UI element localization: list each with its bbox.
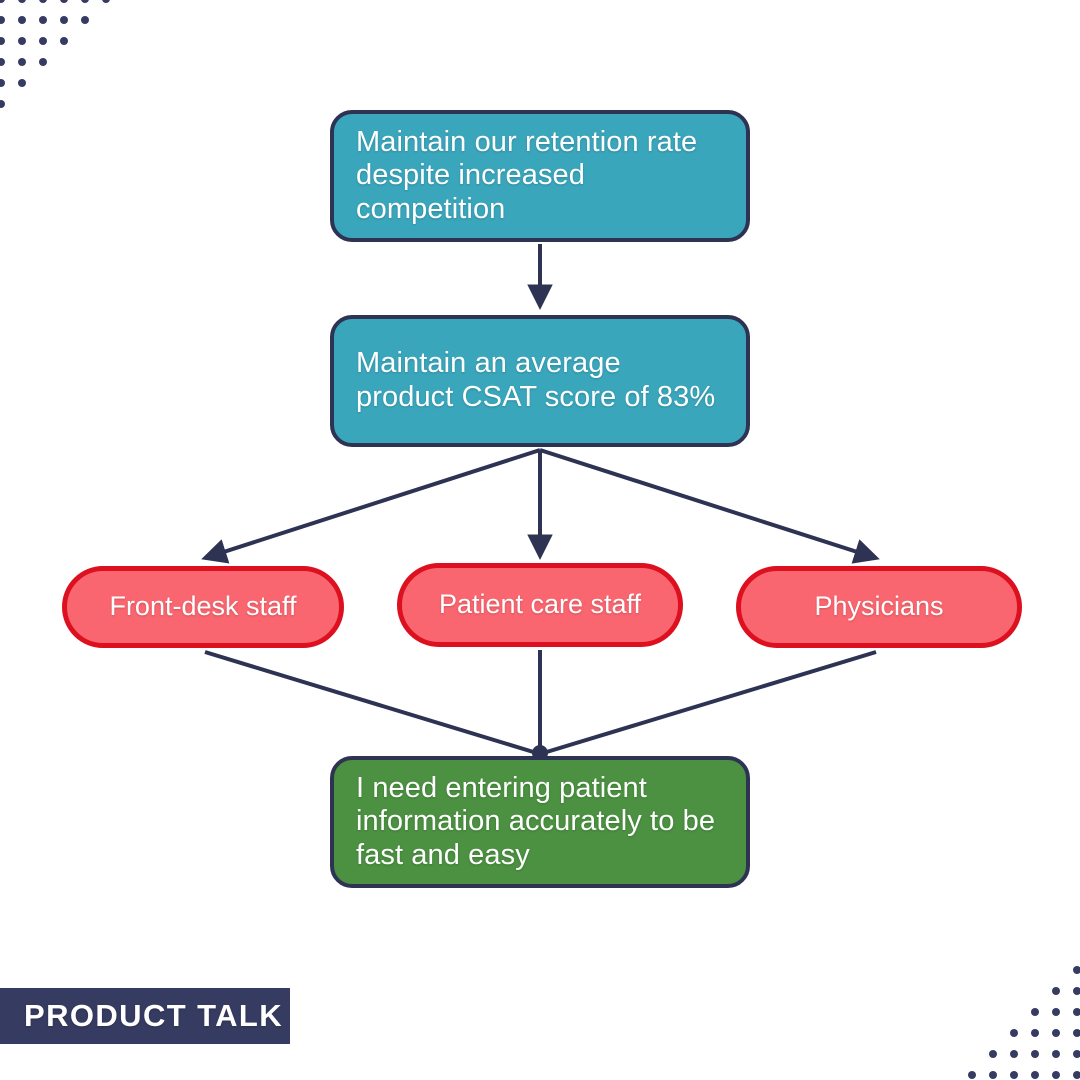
- node-persona-physicians-label: Physicians: [814, 591, 944, 622]
- node-persona-front-desk[interactable]: Front-desk staff: [62, 566, 344, 648]
- node-objective-label: Maintain our retention rate despite incr…: [356, 125, 698, 225]
- brand-badge: PRODUCT TALK: [0, 988, 290, 1044]
- brand-badge-label: PRODUCT TALK: [24, 998, 284, 1033]
- edge-csat-to-physicians: [539, 448, 880, 564]
- edge-front-desk-to-need: [204, 650, 541, 756]
- node-persona-patient-care[interactable]: Patient care staff: [397, 563, 683, 647]
- edge-csat-to-front-desk: [201, 448, 541, 564]
- node-persona-physicians[interactable]: Physicians: [736, 566, 1022, 648]
- node-opportunity-need-label: I need entering patient information accu…: [356, 771, 716, 871]
- node-objective[interactable]: Maintain our retention rate despite incr…: [330, 110, 750, 242]
- node-outcome-csat-label: Maintain an average product CSAT score o…: [356, 347, 716, 413]
- node-persona-front-desk-label: Front-desk staff: [109, 591, 297, 622]
- node-persona-patient-care-label: Patient care staff: [438, 589, 642, 620]
- edge-physicians-to-need: [539, 650, 877, 756]
- node-outcome-csat[interactable]: Maintain an average product CSAT score o…: [330, 315, 750, 447]
- node-opportunity-need[interactable]: I need entering patient information accu…: [330, 756, 750, 888]
